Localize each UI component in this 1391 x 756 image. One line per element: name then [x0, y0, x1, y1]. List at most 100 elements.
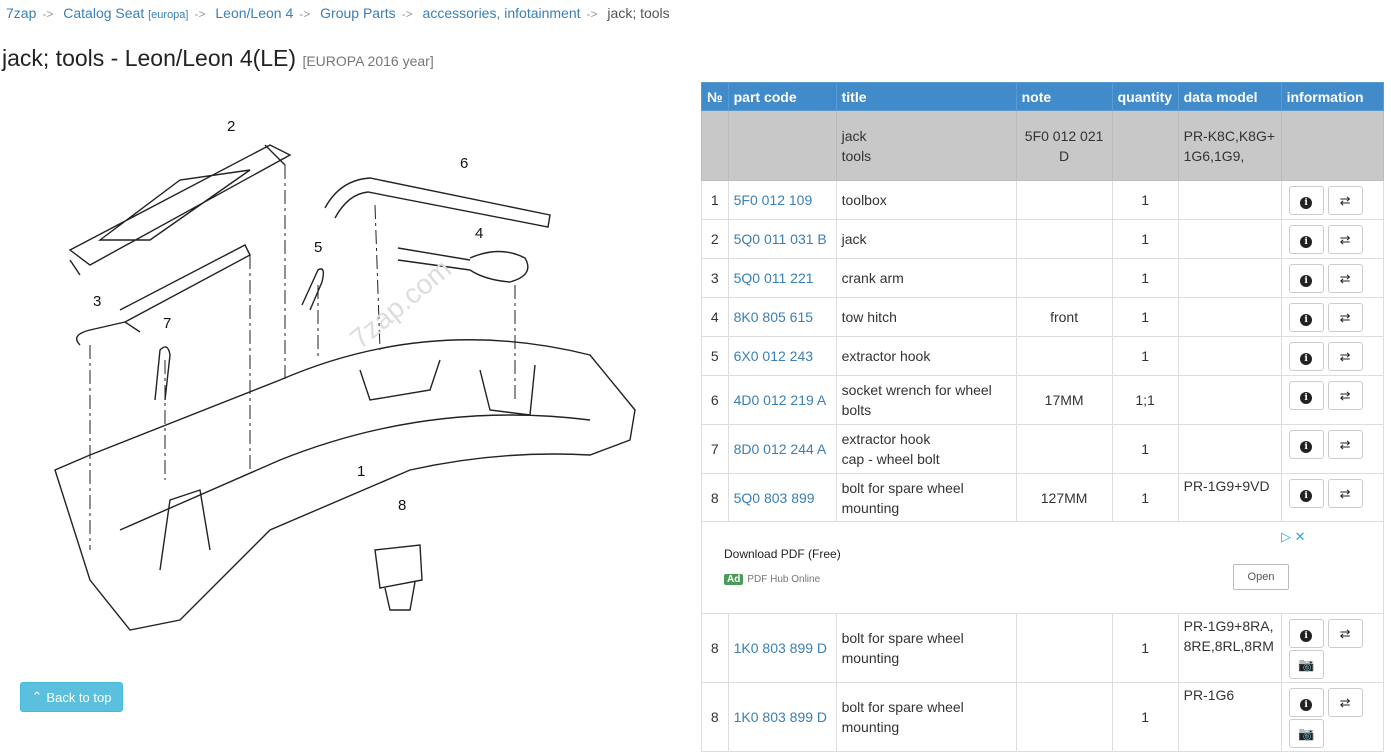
part-quantity: 1: [1111, 682, 1179, 752]
info-button[interactable]: i: [1288, 619, 1324, 648]
part-title: toolbox: [835, 180, 1017, 220]
leader-lines: [89, 165, 516, 550]
photo-button[interactable]: 📷: [1288, 650, 1324, 679]
breadcrumb-accessories[interactable]: accessories, infotainment: [422, 5, 581, 21]
info-button[interactable]: i: [1288, 381, 1324, 410]
parts-table: № part code title note quantity data mod…: [701, 82, 1385, 752]
part-code-link[interactable]: 4D0 012 219 A: [733, 392, 827, 408]
ad-close-icon[interactable]: ▷ ✕: [1281, 529, 1306, 544]
camera-icon: 📷: [1298, 726, 1315, 741]
part-title: crank arm: [835, 258, 1017, 298]
part-code-link[interactable]: 5Q0 803 899: [733, 489, 815, 506]
part-code-link[interactable]: 1K0 803 899 D: [733, 709, 828, 725]
part-title: socket wrench for wheel bolts: [835, 375, 1017, 425]
chevron-up-icon: ⌃: [31, 689, 43, 704]
part-code-link[interactable]: 5Q0 011 031 B: [733, 231, 827, 247]
col-information: information: [1280, 82, 1385, 111]
part-title: bolt for spare wheel mounting: [835, 613, 1017, 683]
part-code-link[interactable]: 1K0 803 899 D: [733, 640, 828, 656]
callout-6[interactable]: 6: [460, 155, 468, 172]
group-info: [1280, 110, 1385, 181]
callout-4[interactable]: 4: [475, 225, 483, 242]
compare-button[interactable]: ⇄: [1327, 430, 1363, 459]
table-row: 6 4D0 012 219 A socket wrench for wheel …: [701, 375, 1385, 425]
part-title: jack: [835, 219, 1017, 259]
row-number: 3: [701, 258, 729, 298]
ad-open-button[interactable]: Open: [1233, 564, 1289, 590]
info-icon: i: [1300, 630, 1313, 642]
table-row: 8 1K0 803 899 D bolt for spare wheel mou…: [701, 613, 1385, 683]
callout-8[interactable]: 8: [398, 497, 406, 514]
callout-5[interactable]: 5: [314, 239, 322, 256]
extractor-hook-shape: [154, 268, 325, 401]
info-icon: i: [1300, 441, 1313, 453]
col-note: note: [1015, 82, 1113, 111]
info-icon: i: [1300, 314, 1313, 326]
breadcrumb-catalog-region: [europa]: [148, 9, 189, 21]
group-title-line: jack: [841, 127, 867, 144]
compare-button[interactable]: ⇄: [1327, 264, 1363, 293]
col-quantity: quantity: [1111, 82, 1179, 111]
part-quantity: 1: [1111, 473, 1179, 522]
info-icon: i: [1300, 353, 1313, 365]
part-data-model: [1177, 297, 1282, 337]
part-note: front: [1015, 297, 1113, 337]
compare-button[interactable]: ⇄: [1327, 303, 1363, 332]
info-button[interactable]: i: [1288, 479, 1324, 508]
compare-button[interactable]: ⇄: [1327, 186, 1363, 215]
exchange-icon: ⇄: [1339, 232, 1351, 247]
info-button[interactable]: i: [1288, 430, 1324, 459]
info-button[interactable]: i: [1288, 225, 1324, 254]
compare-button[interactable]: ⇄: [1327, 688, 1363, 717]
table-row: 5 6X0 012 243 extractor hook 1 i⇄: [701, 336, 1385, 376]
info-button[interactable]: i: [1288, 186, 1324, 215]
part-code-link[interactable]: 6X0 012 243: [733, 348, 814, 364]
callout-3[interactable]: 3: [93, 293, 101, 310]
info-button[interactable]: i: [1288, 264, 1324, 293]
callout-7[interactable]: 7: [163, 315, 171, 332]
table-row: 4 8K0 805 615 tow hitch front 1 i⇄: [701, 297, 1385, 337]
compare-button[interactable]: ⇄: [1327, 381, 1363, 410]
photo-button[interactable]: 📷: [1288, 719, 1324, 748]
callout-2[interactable]: 2: [227, 118, 235, 135]
compare-button[interactable]: ⇄: [1327, 619, 1363, 648]
breadcrumb-group-parts[interactable]: Group Parts: [320, 5, 396, 21]
breadcrumb-7zap[interactable]: 7zap: [6, 5, 37, 21]
breadcrumb-catalog[interactable]: Catalog Seat [europa]: [63, 5, 188, 21]
info-button[interactable]: i: [1288, 688, 1324, 717]
part-title: bolt for spare wheel mounting: [835, 473, 1017, 522]
compare-button[interactable]: ⇄: [1327, 479, 1363, 508]
compare-button[interactable]: ⇄: [1327, 342, 1363, 371]
compare-button[interactable]: ⇄: [1327, 225, 1363, 254]
row-number: 8: [701, 613, 729, 683]
col-part-code: part code: [727, 82, 837, 111]
row-number: 8: [701, 682, 729, 752]
part-code-link[interactable]: 8K0 805 615: [733, 309, 814, 325]
info-icon: i: [1300, 275, 1313, 287]
row-number: 4: [701, 297, 729, 337]
part-data-model: [1177, 258, 1282, 298]
part-data-model: PR-1G9+8RA, 8RE,8RL,8RM: [1177, 613, 1282, 683]
exchange-icon: ⇄: [1339, 349, 1351, 364]
breadcrumb: 7zap-> Catalog Seat [europa]-> Leon/Leon…: [6, 5, 670, 21]
row-number: 7: [701, 424, 729, 474]
part-quantity: 1: [1111, 424, 1179, 474]
part-code-link[interactable]: 8D0 012 244 A: [733, 441, 827, 457]
parts-diagram[interactable]: 7zap.com 1 2 3 4 5 6 7 8: [30, 110, 650, 640]
exchange-icon: ⇄: [1339, 626, 1351, 641]
info-button[interactable]: i: [1288, 342, 1324, 371]
exchange-icon: ⇄: [1339, 271, 1351, 286]
breadcrumb-separator: ->: [401, 7, 413, 21]
back-to-top-button[interactable]: ⌃Back to top: [20, 682, 123, 712]
info-button[interactable]: i: [1288, 303, 1324, 332]
part-code-link[interactable]: 5F0 012 109: [733, 192, 813, 208]
callout-1[interactable]: 1: [357, 463, 365, 480]
row-number: 5: [701, 336, 729, 376]
breadcrumb-model[interactable]: Leon/Leon 4: [215, 5, 294, 21]
table-row: 3 5Q0 011 221 crank arm 1 i⇄: [701, 258, 1385, 298]
part-code-link[interactable]: 5Q0 011 221: [733, 270, 814, 286]
socket-wrench-shape: [324, 177, 551, 228]
